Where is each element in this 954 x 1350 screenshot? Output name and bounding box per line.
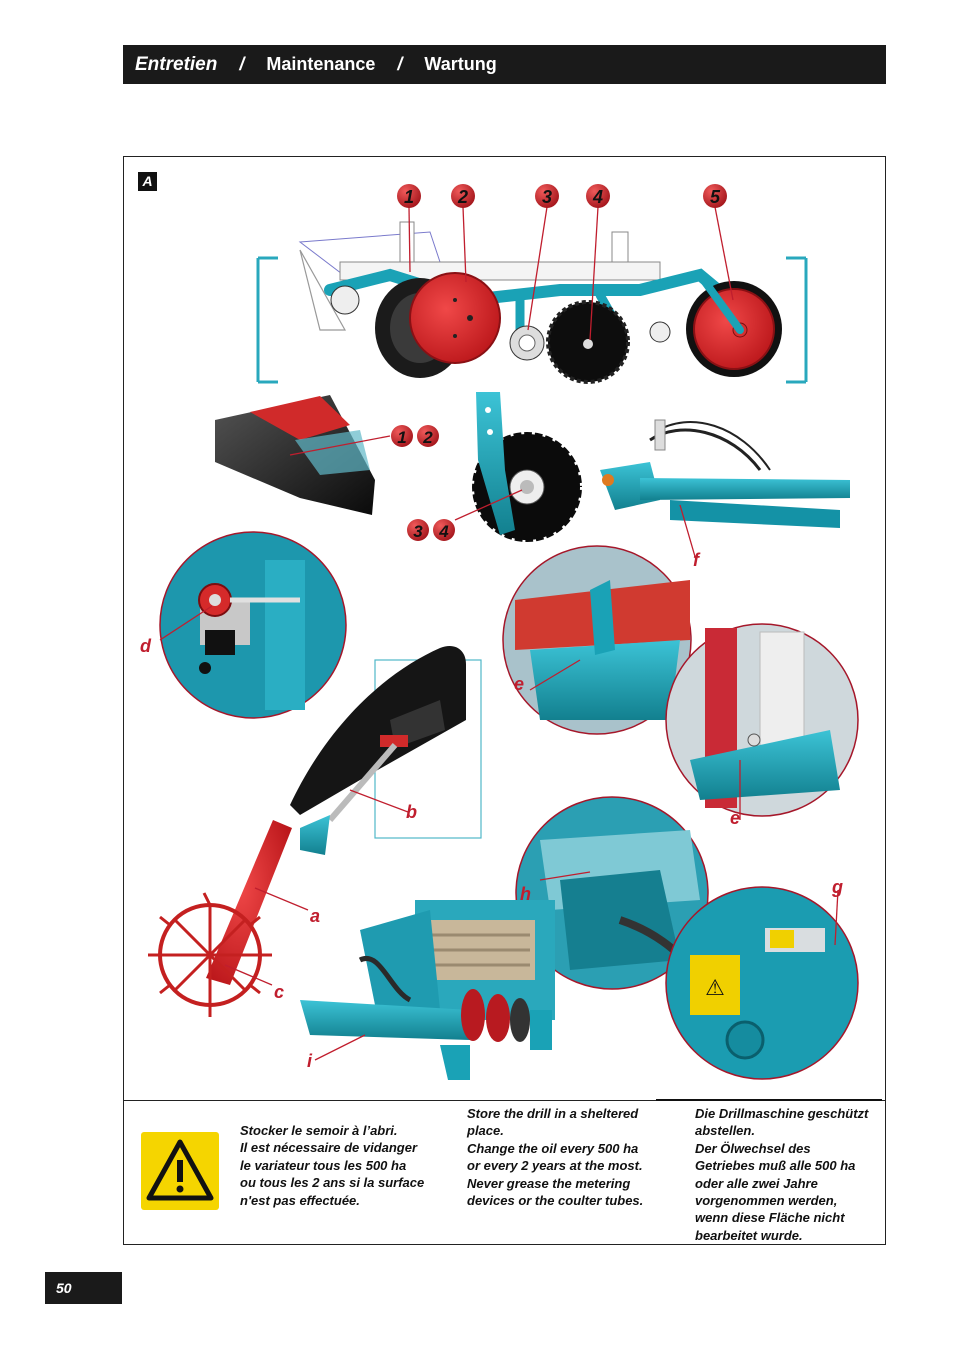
instructions-german: Die Drillmaschine geschützt abstellen. D…	[695, 1106, 869, 1243]
maintenance-illustration: 1 2 3 4 5 1 2 3	[140, 184, 859, 1080]
header-separator: /	[239, 54, 245, 74]
svg-text:2: 2	[422, 428, 433, 447]
part-number-4: 4	[433, 519, 455, 541]
part-number-2: 2	[451, 184, 475, 208]
frame-detail-h	[515, 796, 709, 990]
callout-c: c	[274, 982, 284, 1002]
section-divider-accent	[656, 1099, 882, 1101]
header-title-en: Maintenance	[266, 54, 376, 74]
disc-coulter-detail	[454, 392, 584, 544]
linkage-detail-upper	[502, 545, 692, 735]
linkage-detail-lower	[665, 623, 859, 820]
part-number-5: 5	[703, 184, 727, 208]
section-header: Entretien / Maintenance / Wartung	[123, 45, 886, 84]
callout-b: b	[406, 802, 417, 822]
part-number-3: 3	[407, 519, 429, 541]
drill-rear-detail	[300, 900, 555, 1080]
instructions-english: Store the drill in a sheltered place. Ch…	[467, 1106, 644, 1209]
svg-text:⚠: ⚠	[705, 975, 725, 1000]
svg-text:2: 2	[457, 187, 468, 207]
marker-detail	[290, 645, 482, 855]
hitch-detail	[600, 419, 850, 561]
svg-text:1: 1	[404, 187, 414, 207]
callout-f: f	[693, 550, 701, 570]
callout-i: i	[307, 1051, 313, 1071]
figure-frame	[123, 156, 886, 1245]
part-number-2: 2	[417, 425, 439, 447]
callout-d: d	[140, 636, 152, 656]
svg-text:3: 3	[542, 187, 552, 207]
callout-e: e	[514, 674, 524, 694]
svg-text:4: 4	[438, 522, 449, 541]
callout-h: h	[520, 884, 531, 904]
callout-e: e	[730, 808, 740, 828]
callout-g: g	[831, 877, 843, 897]
marker-disc-detail	[148, 820, 309, 1017]
svg-text:3: 3	[413, 522, 423, 541]
svg-text:4: 4	[592, 187, 603, 207]
svg-text:1: 1	[397, 428, 406, 447]
header-separator: /	[397, 54, 403, 74]
drive-detail	[159, 531, 347, 719]
drill-side-view	[256, 221, 808, 384]
scraper-detail	[215, 395, 391, 515]
header-title-de: Wartung	[424, 54, 497, 74]
svg-text:5: 5	[710, 187, 721, 207]
part-number-1: 1	[397, 184, 421, 208]
callout-a: a	[310, 906, 320, 926]
warning-icon	[141, 1132, 219, 1210]
part-number-4: 4	[586, 184, 610, 208]
section-divider	[123, 1100, 886, 1101]
part-number-3: 3	[535, 184, 559, 208]
page-number: 50	[45, 1272, 122, 1304]
panel-label: A	[138, 172, 157, 191]
instructions-french: Stocker le semoir à l’abri. Il est néces…	[240, 1123, 425, 1208]
hydraulic-detail-g: ⚠	[665, 886, 859, 1080]
header-title-fr: Entretien	[135, 53, 218, 75]
part-number-1: 1	[391, 425, 413, 447]
